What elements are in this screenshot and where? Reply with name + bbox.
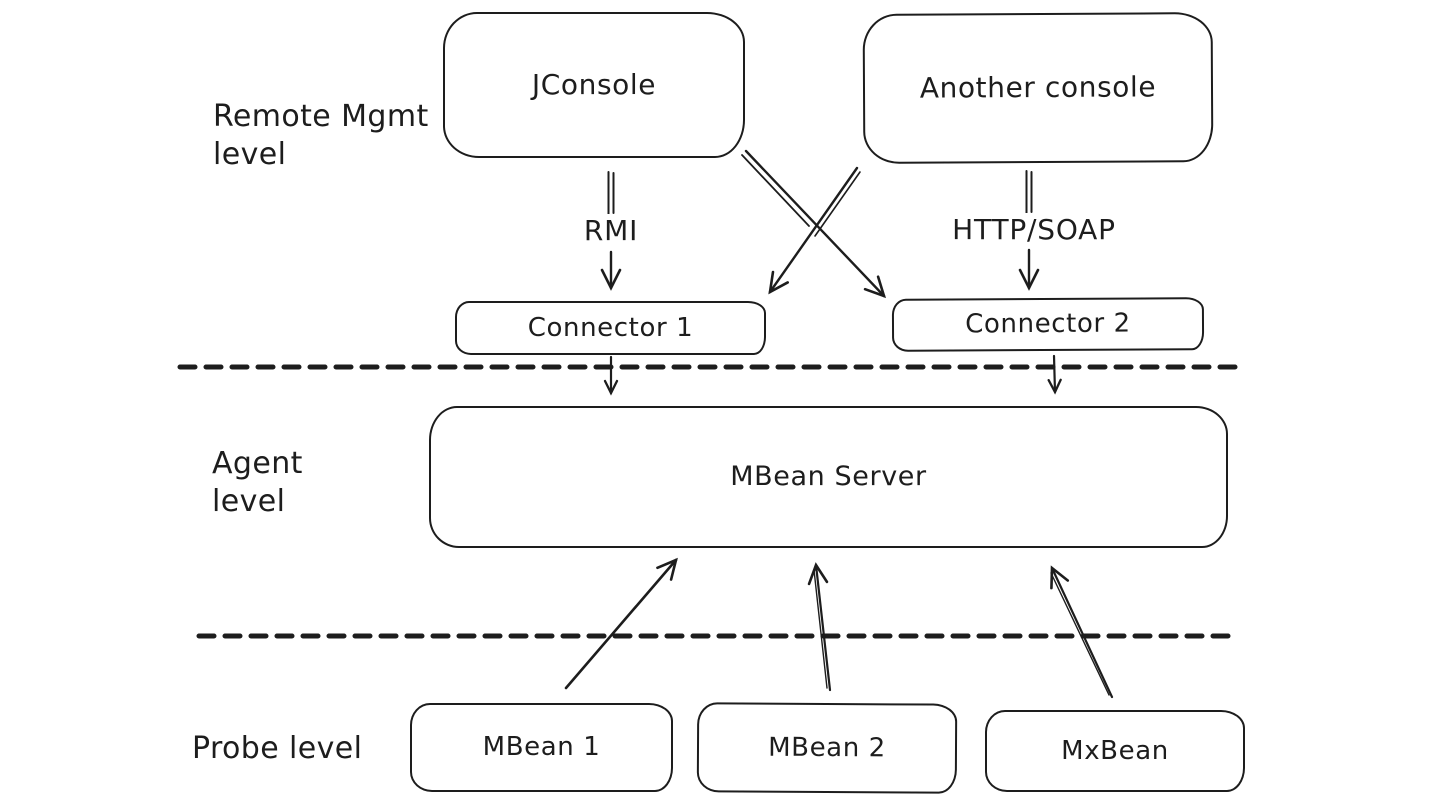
remote-mgmt-level-line2: level (213, 137, 287, 172)
remote-mgmt-level-label: Remote Mgmt level (213, 98, 429, 174)
http-soap-edge-label: HTTP/SOAP (948, 213, 1120, 246)
mxbean-node: MxBean (985, 710, 1245, 792)
connector2-to-mbean-server-arrow (1047, 354, 1062, 395)
mbean-2-node-label: MBean 2 (768, 732, 886, 764)
another-console-to-connector1-arrow (768, 166, 861, 295)
rmi-connection-arrow (600, 171, 622, 291)
connector-1-node: Connector 1 (455, 301, 766, 355)
probe-level-line1: Probe level (192, 731, 363, 766)
another-console-node: Another console (862, 12, 1214, 164)
connector-1-node-label: Connector 1 (527, 312, 694, 343)
agent-level-line2: level (212, 484, 286, 519)
connector-2-node: Connector 2 (891, 297, 1205, 352)
mbean-1-node-label: MBean 1 (482, 732, 601, 763)
connector-2-node-label: Connector 2 (965, 308, 1131, 340)
mbean1-to-mbean-server-arrow (564, 557, 678, 690)
mbean-server-node-label: MBean Server (730, 461, 927, 493)
mbean2-to-mbean-server-arrow (807, 562, 832, 692)
another-console-node-label: Another console (919, 69, 1157, 105)
agent-level-line1: Agent (212, 446, 303, 481)
agent-level-label: Agent level (212, 445, 303, 521)
http-soap-connection-arrow (1018, 170, 1040, 291)
mbean-1-node: MBean 1 (410, 703, 673, 792)
mbean-2-node: MBean 2 (696, 702, 958, 794)
jconsole-to-connector2-arrow (741, 149, 887, 299)
rmi-edge-label: RMI (579, 214, 643, 247)
mbean-server-node: MBean Server (429, 406, 1228, 548)
mxbean-node-label: MxBean (1061, 735, 1169, 766)
jconsole-node-label: JConsole (531, 67, 657, 101)
mxbean-to-mbean-server-arrow (1050, 565, 1114, 699)
remote-mgmt-level-line1: Remote Mgmt (213, 99, 429, 134)
jconsole-node: JConsole (443, 12, 745, 158)
probe-level-label: Probe level (192, 730, 362, 768)
